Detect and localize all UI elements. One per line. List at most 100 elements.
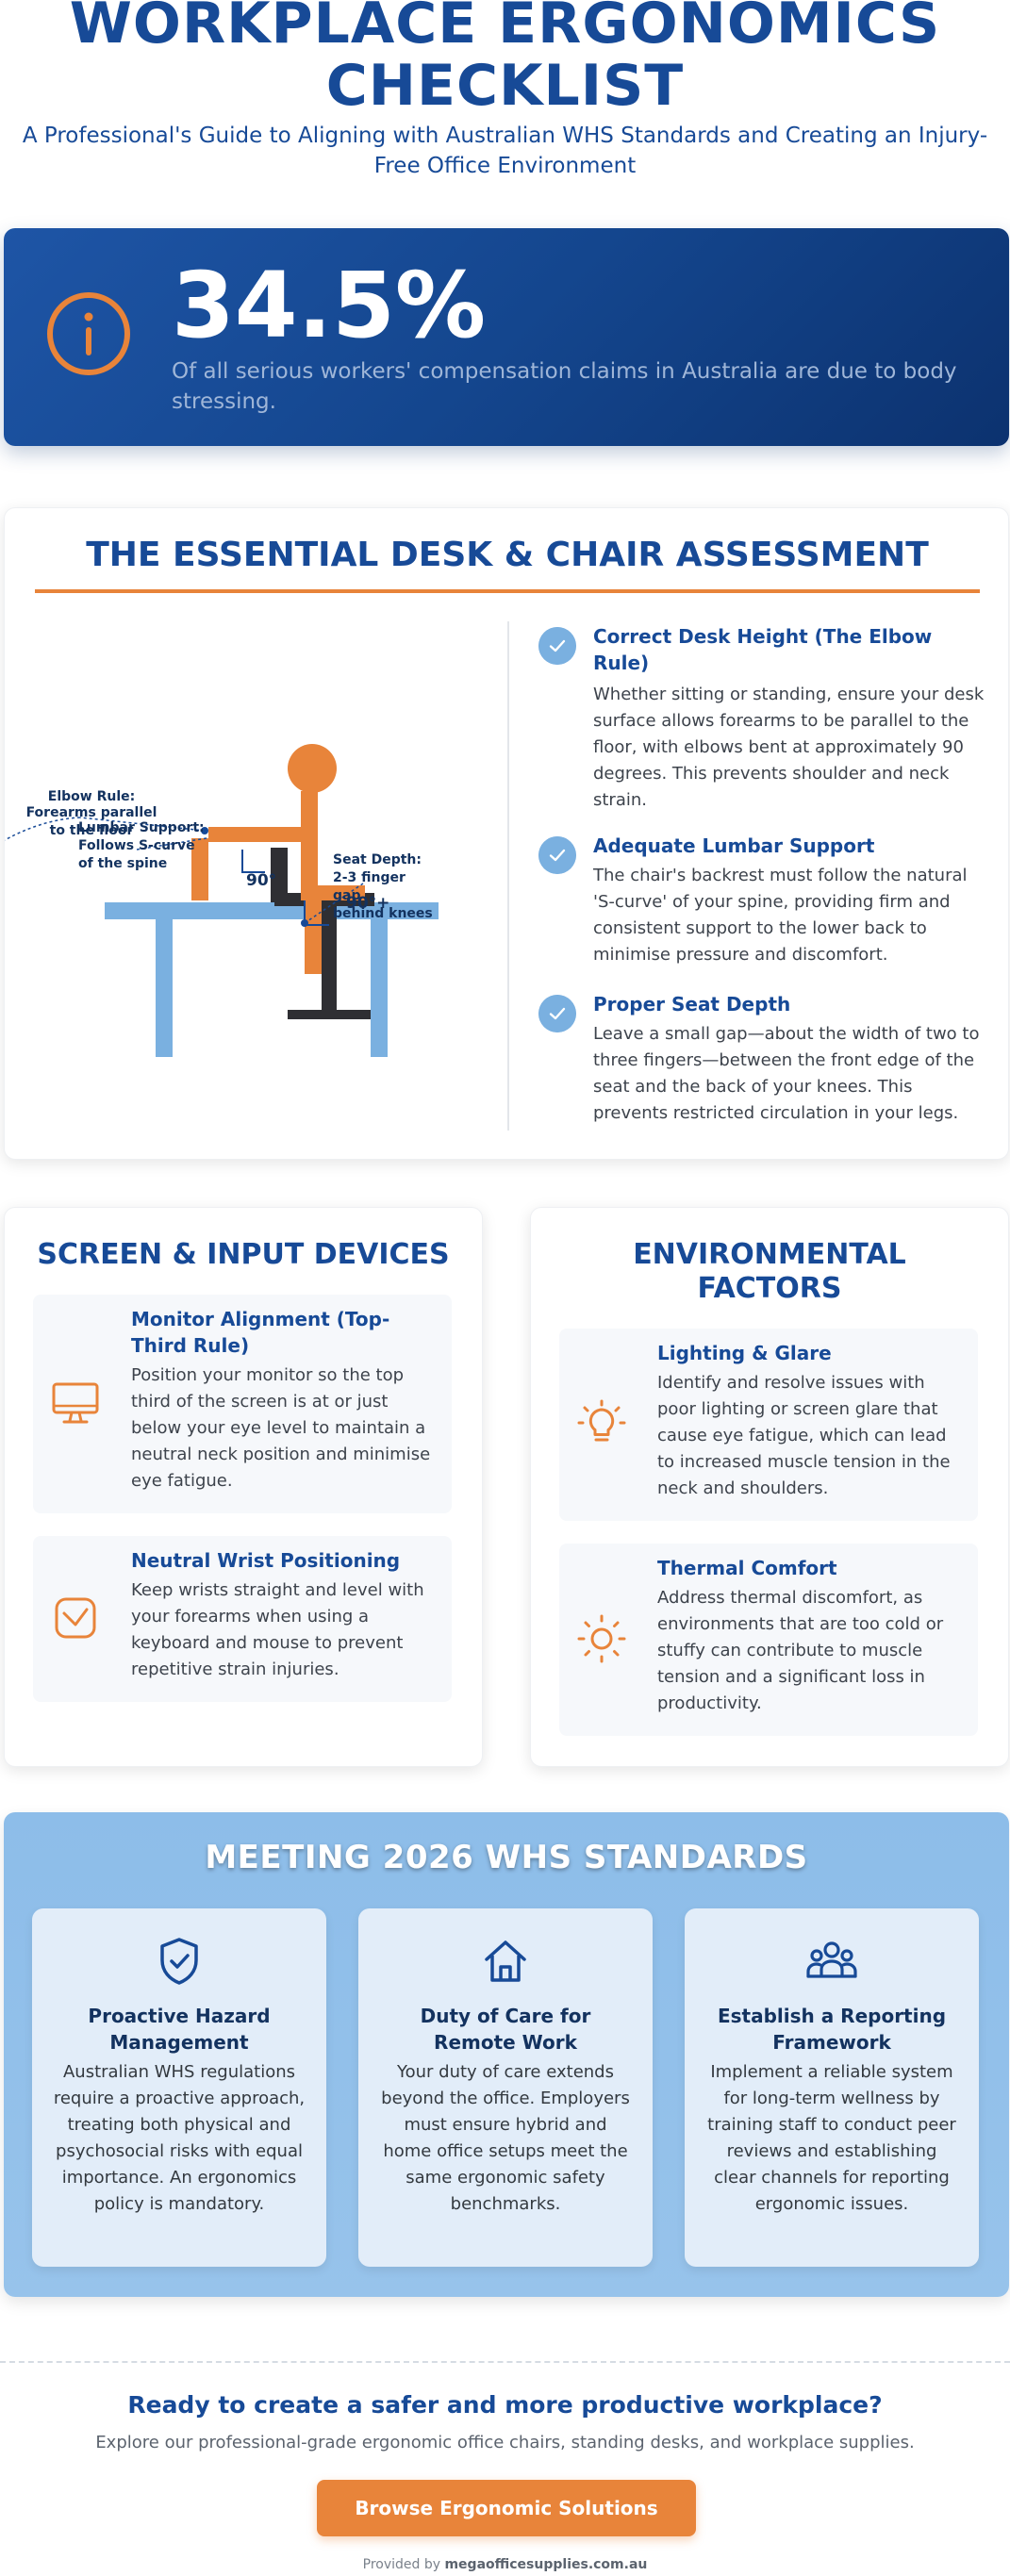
tile-body: Position your monitor so the top third o… <box>131 1365 431 1491</box>
checklist-item-title: Adequate Lumbar Support <box>593 834 875 857</box>
card-title: ENVIRONMENTAL FACTORS <box>531 1238 1008 1306</box>
elbow-rule-label: Elbow Rule: <box>48 789 135 804</box>
tile-monitor-alignment: Monitor Alignment (Top- Third Rule) Posi… <box>33 1295 452 1513</box>
tile-body: Address thermal discomfort, as environme… <box>657 1588 944 1713</box>
tile-body: Identify and resolve issues with poor li… <box>657 1373 951 1498</box>
person-upper-arm <box>208 827 305 842</box>
standard-card-body: Australian WHS regulations require a pro… <box>53 2062 306 2214</box>
wrist-icon <box>55 1597 96 1639</box>
tile-lighting-glare: Lighting & Glare Identify and resolve is… <box>559 1329 978 1521</box>
cta-text: Explore our professional-grade ergonomic… <box>95 2433 915 2452</box>
standard-card-title-line-2: Management <box>109 2031 249 2054</box>
home-icon <box>485 1940 526 1982</box>
lumbar-support-label: Lumbar Support: <box>78 820 205 835</box>
whs-standards-section: MEETING 2026 WHS STANDARDS Proactive Haz… <box>4 1812 1009 2297</box>
person-head <box>288 744 337 793</box>
page-subtitle: A Professional's Guide to Aligning with … <box>0 121 1010 181</box>
standard-card-title: Establish a Reporting Framework <box>698 2003 966 2056</box>
environmental-factors-card: ENVIRONMENTAL FACTORS Lighting & Glare I… <box>530 1207 1009 1767</box>
tile-thermal-comfort: Thermal Comfort Address thermal discomfo… <box>559 1544 978 1736</box>
section-divider <box>35 589 980 593</box>
standard-card-title-line-1: Establish a Reporting <box>717 2005 947 2027</box>
info-icon <box>47 292 130 375</box>
checklist-item-body: The chair's backrest must follow the nat… <box>593 866 968 965</box>
page-subtitle-line-2: Free Office Environment <box>373 154 637 178</box>
tile-title-line-2: Third Rule) <box>131 1334 250 1357</box>
ergonomic-posture-diagram: Elbow Rule: Forearms parallel to the flo… <box>5 744 439 1057</box>
tile-title: Neutral Wrist Positioning <box>131 1549 401 1572</box>
elbow-rule-label-3: to the floor <box>50 823 134 838</box>
knee-angle-label: 90°+ <box>346 894 389 913</box>
tile-title: Monitor Alignment (Top- Third Rule) <box>131 1306 433 1359</box>
footer-divider <box>0 2361 1010 2363</box>
tile-body: Keep wrists straight and level with your… <box>131 1580 424 1679</box>
chair-backrest <box>271 848 288 902</box>
desk-leg-left <box>156 919 173 1057</box>
check-icon <box>538 995 576 1032</box>
lightbulb-icon <box>577 1399 626 1442</box>
check-icon <box>538 627 576 665</box>
seat-depth-label-3: gap <box>333 888 361 903</box>
provider-site-link[interactable]: megaofficesupplies.com.au <box>444 2557 648 2572</box>
standard-card-title-line-1: Proactive Hazard <box>88 2005 271 2027</box>
page-title: WORKPLACE ERGONOMICS CHECKLIST <box>0 0 1010 117</box>
chair-post <box>322 906 337 1016</box>
desk-leg-right <box>371 919 388 1057</box>
elbow-angle-label: 90° <box>246 871 276 890</box>
monitor-icon <box>52 1382 99 1424</box>
standard-card-body: Your duty of care extends beyond the off… <box>381 2062 630 2214</box>
provided-by-prefix: Provided by <box>362 2557 445 2572</box>
page-title-line-2: CHECKLIST <box>325 53 685 119</box>
tile-title: Lighting & Glare <box>657 1342 832 1364</box>
sun-icon <box>577 1614 626 1663</box>
standard-card-reporting-framework: Establish a Reporting Framework Implemen… <box>685 1908 979 2267</box>
provided-by: Provided by megaofficesupplies.com.au <box>0 2555 1010 2574</box>
checklist-item-title: Correct Desk Height (The Elbow Rule) <box>593 623 989 676</box>
check-icon <box>538 836 576 874</box>
standard-card-title-line-1: Duty of Care for <box>420 2005 591 2027</box>
chair-base <box>288 1010 371 1019</box>
page-subtitle-line-1: A Professional's Guide to Aligning with … <box>22 124 988 148</box>
elbow-rule-label-2: Forearms parallel <box>26 805 157 820</box>
desk-chair-assessment-section: THE ESSENTIAL DESK & CHAIR ASSESSMENT El… <box>4 507 1009 1160</box>
checklist-item-title: Proper Seat Depth <box>593 993 791 1016</box>
column-divider <box>507 621 509 1131</box>
person-forearm <box>191 838 208 900</box>
tile-title: Thermal Comfort <box>657 1557 837 1579</box>
people-icon <box>806 1941 857 1978</box>
desk-top <box>105 902 439 919</box>
standard-card-title-line-2: Framework <box>772 2031 891 2054</box>
checklist-item-title-line-2: Rule) <box>593 652 650 674</box>
browse-solutions-button[interactable]: Browse Ergonomic Solutions <box>317 2480 696 2536</box>
seat-depth-label-4: behind knees <box>333 906 433 921</box>
tile-title-line-1: Monitor Alignment (Top- <box>131 1308 390 1330</box>
checklist-item-body: Whether sitting or standing, ensure your… <box>593 685 985 810</box>
seat-depth-label-2: 2-3 finger <box>333 870 406 885</box>
screen-input-devices-card: SCREEN & INPUT DEVICES Monitor Alignment… <box>4 1207 483 1767</box>
section-title: THE ESSENTIAL DESK & CHAIR ASSESSMENT <box>86 536 929 574</box>
seat-depth-label: Seat Depth: <box>333 852 422 867</box>
standard-card-remote-work: Duty of Care for Remote Work Your duty o… <box>358 1908 653 2267</box>
cta-title: Ready to create a safer and more product… <box>127 2391 883 2419</box>
section-title: MEETING 2026 WHS STANDARDS <box>205 1839 808 1876</box>
card-title-line-1: ENVIRONMENTAL <box>633 1238 906 1271</box>
checklist-item-title-line-1: Correct Desk Height (The Elbow <box>593 625 933 648</box>
standard-card-title: Proactive Hazard Management <box>45 2003 313 2056</box>
standard-card-title: Duty of Care for Remote Work <box>372 2003 639 2056</box>
card-title-line-2: FACTORS <box>697 1272 842 1305</box>
stat-description: Of all serious workers' compensation cla… <box>172 359 957 414</box>
standard-card-title-line-2: Remote Work <box>434 2031 577 2054</box>
standard-card-hazard-management: Proactive Hazard Management Australian W… <box>32 1908 326 2267</box>
stat-value: 34.5% <box>172 253 487 358</box>
person-torso <box>301 791 318 895</box>
person-thigh <box>301 885 365 900</box>
checklist-item-body: Leave a small gap—about the width of two… <box>593 1024 980 1123</box>
tile-wrist-positioning: Neutral Wrist Positioning Keep wrists st… <box>33 1536 452 1702</box>
person-lower-leg <box>305 899 322 974</box>
card-title: SCREEN & INPUT DEVICES <box>37 1238 450 1271</box>
page-title-line-1: WORKPLACE ERGONOMICS <box>69 0 941 57</box>
lumbar-support-label-3: of the spine <box>78 856 167 871</box>
shield-check-icon <box>160 1938 198 1985</box>
stat-banner: 34.5% Of all serious workers' compensati… <box>4 228 1009 446</box>
standard-card-body: Implement a reliable system for long-ter… <box>707 2062 956 2214</box>
